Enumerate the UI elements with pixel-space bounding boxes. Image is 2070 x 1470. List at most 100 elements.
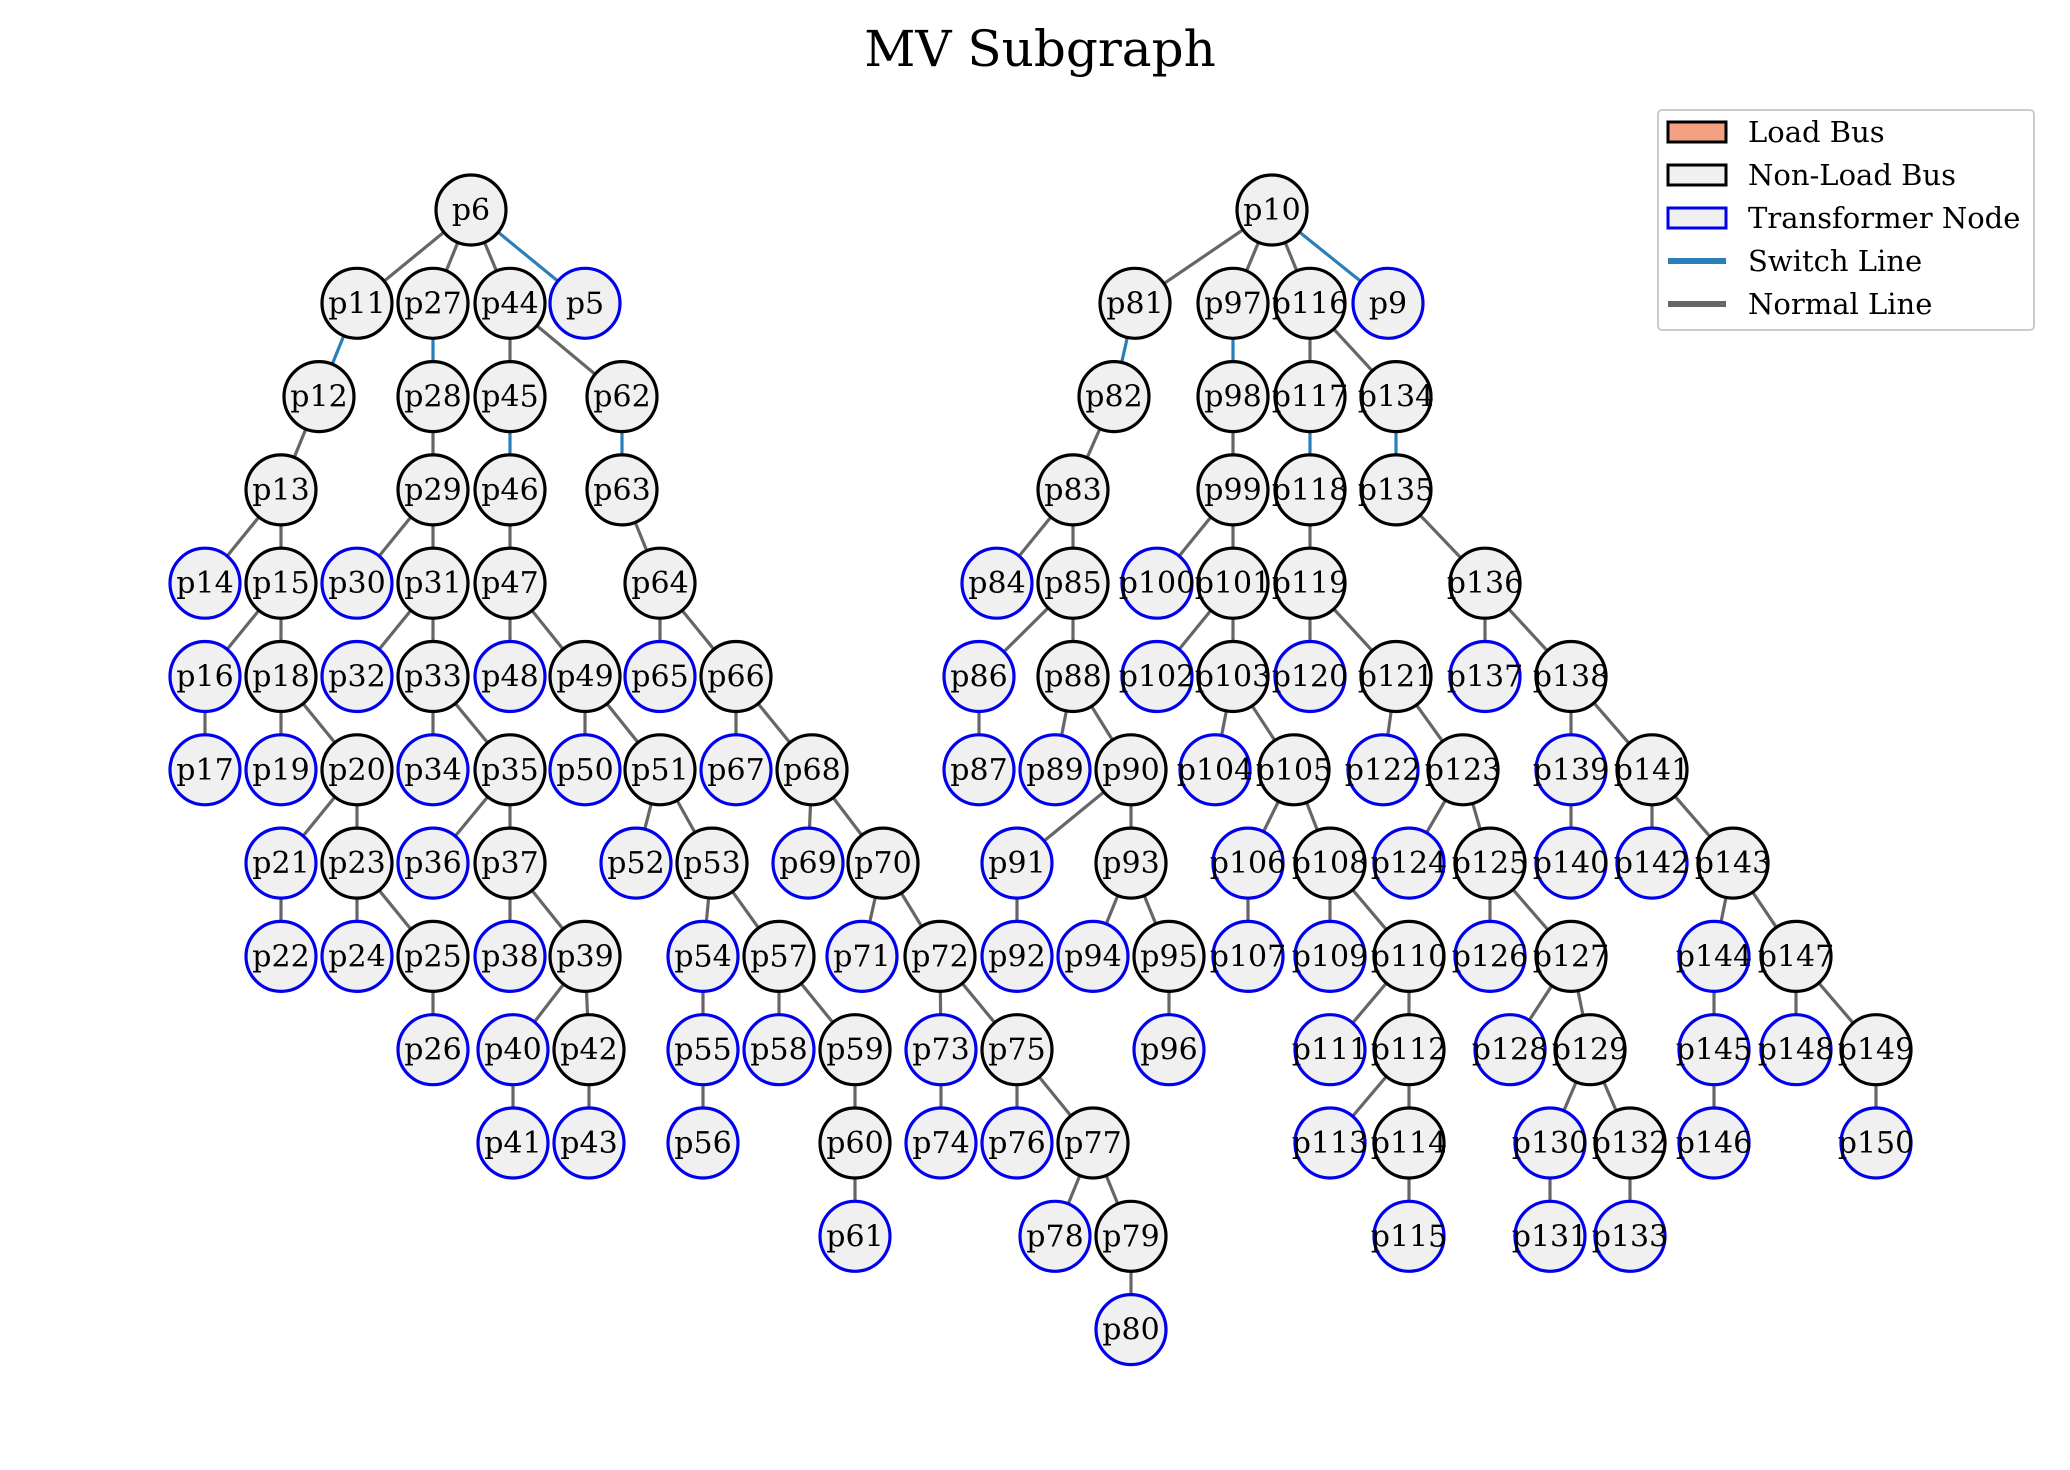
node-label: p38	[481, 939, 538, 974]
node-circle	[1615, 826, 1689, 900]
transformer-node: p142	[1614, 826, 1690, 900]
node-label: p39	[556, 939, 613, 974]
node-circle	[168, 546, 242, 620]
node-circle	[552, 1013, 626, 1087]
non-load-bus-node: p125	[1452, 826, 1528, 900]
node-label: p140	[1533, 846, 1609, 881]
transformer-node: p54	[666, 919, 740, 994]
node-label: p9	[1369, 286, 1407, 321]
node-circle	[1257, 733, 1331, 807]
non-load-bus-node: p114	[1371, 1106, 1447, 1180]
node-circle	[1273, 360, 1347, 434]
node-circle	[1448, 546, 1522, 620]
node-circle	[1094, 1292, 1168, 1367]
node-circle	[585, 360, 659, 434]
node-label: p59	[826, 1033, 883, 1068]
node-circle	[1293, 826, 1367, 900]
non-load-bus-node: p39	[548, 919, 622, 994]
node-circle	[1094, 1199, 1168, 1273]
transformer-node: p36	[396, 826, 470, 900]
node-label: p37	[481, 846, 538, 881]
non-load-bus-node: p79	[1094, 1199, 1168, 1273]
node-label: p146	[1676, 1126, 1752, 1161]
node-label: p10	[1243, 193, 1300, 228]
non-load-bus-node: p6	[434, 173, 508, 247]
transformer-node: p22	[244, 919, 318, 994]
non-load-bus-node: p53	[675, 826, 749, 900]
node-label: p83	[1044, 473, 1101, 508]
transformer-node: p96	[1132, 1013, 1206, 1087]
node-circle	[1094, 733, 1168, 807]
transformer-node: p131	[1512, 1199, 1588, 1273]
node-label: p130	[1512, 1126, 1588, 1161]
node-circle	[623, 639, 697, 714]
non-load-bus-node: p98	[1196, 360, 1270, 434]
non-load-bus-node: p101	[1195, 546, 1271, 620]
node-label: p5	[566, 286, 604, 321]
node-circle	[320, 266, 394, 340]
node-label: p33	[404, 660, 461, 695]
node-circle	[1448, 639, 1522, 714]
non-load-bus-node: p64	[623, 546, 697, 620]
node-circle	[473, 546, 547, 620]
transformer-node: p113	[1292, 1106, 1368, 1180]
node-circle	[1534, 826, 1608, 900]
figure-title: MV Subgraph	[864, 20, 1216, 78]
non-load-bus-node: p82	[1077, 360, 1151, 434]
node-label: p127	[1533, 939, 1609, 974]
node-circle	[666, 1013, 740, 1087]
node-circle	[434, 173, 508, 247]
transformer-node: p34	[396, 733, 470, 807]
node-circle	[1351, 266, 1425, 340]
node-label: p22	[252, 939, 309, 974]
transformer-node: p124	[1371, 826, 1447, 900]
node-label: p44	[481, 286, 538, 321]
node-label: p48	[481, 660, 538, 695]
node-circle	[1178, 733, 1252, 807]
non-load-bus-node: p77	[1056, 1106, 1130, 1180]
transformer-node: p133	[1592, 1199, 1668, 1273]
transformer-node: p94	[1056, 919, 1130, 994]
legend-frame	[1657, 109, 2035, 331]
non-load-bus-node: p28	[396, 360, 470, 434]
node-circle	[1593, 1199, 1667, 1273]
transformer-node: p74	[904, 1106, 978, 1180]
node-circle	[1513, 1106, 1587, 1180]
node-label: p85	[1044, 566, 1101, 601]
node-label: p86	[950, 660, 1007, 695]
node-label: p57	[750, 939, 807, 974]
transformer-node: p5	[548, 266, 622, 340]
transformer-node: p115	[1371, 1199, 1447, 1273]
node-label: p102	[1119, 660, 1195, 695]
node-label: p23	[328, 846, 385, 881]
non-load-bus-node: p57	[742, 919, 816, 994]
node-circle	[396, 919, 470, 994]
node-circle	[1293, 1106, 1367, 1180]
non-load-bus-node: p68	[775, 733, 849, 807]
non-load-bus-node: p135	[1358, 453, 1434, 527]
node-label: p56	[674, 1126, 731, 1161]
node-circle	[244, 733, 318, 807]
node-label: p41	[484, 1126, 541, 1161]
node-label: p131	[1512, 1219, 1588, 1254]
non-load-bus-node: p75	[980, 1013, 1054, 1087]
node-circle	[552, 1106, 626, 1180]
node-label: p16	[176, 660, 233, 695]
transformer-node: p102	[1119, 639, 1195, 714]
node-circle	[1677, 1106, 1751, 1180]
non-load-bus-node: p31	[396, 546, 470, 620]
node-circle	[666, 919, 740, 994]
node-circle	[1534, 639, 1608, 714]
non-load-bus-node: p141	[1614, 733, 1690, 807]
node-circle	[980, 919, 1054, 994]
node-circle	[1018, 733, 1092, 807]
node-label: p92	[988, 939, 1045, 974]
transformer-node: p73	[904, 1013, 978, 1087]
transformer-node: p38	[473, 919, 547, 994]
node-circle	[1120, 546, 1194, 620]
node-label: p78	[1026, 1219, 1083, 1254]
node-circle	[904, 1013, 978, 1087]
node-label: p117	[1272, 380, 1348, 415]
node-label: p125	[1452, 846, 1528, 881]
